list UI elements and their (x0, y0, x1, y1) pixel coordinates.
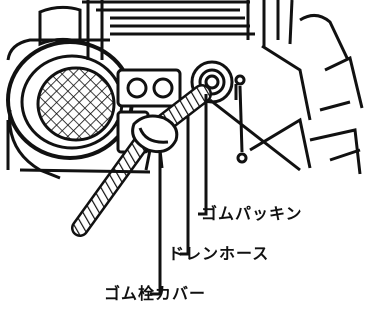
drain-hose-label: ドレンホース (168, 244, 270, 263)
housing-lower (6, 98, 312, 174)
housing-slats (38, 0, 294, 60)
drain-port (190, 60, 248, 164)
gasket-label: ゴムパッキン (201, 204, 303, 223)
grille (6, 40, 134, 180)
plug-cover-label: ゴム栓カバー (104, 284, 207, 303)
rubber-plug-cover (131, 114, 179, 171)
housing-body (6, 14, 364, 175)
leader-lines (150, 94, 208, 296)
